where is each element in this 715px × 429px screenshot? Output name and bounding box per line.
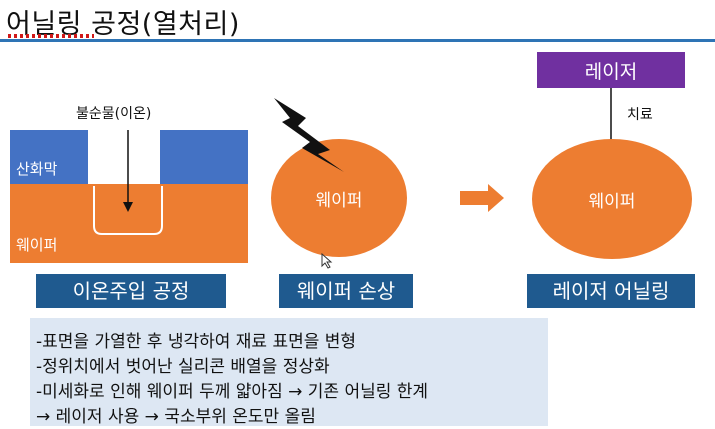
- wafer-label-implant: 웨이퍼: [16, 236, 58, 254]
- oxide-layer-right: [160, 130, 248, 184]
- note-line: -미세화로 인해 웨이퍼 두께 얇아짐 → 기존 어닐링 한계: [36, 382, 429, 402]
- wafer-label-damage: 웨이퍼: [315, 190, 363, 211]
- implant-trench: [93, 186, 163, 235]
- lightning-bolt-icon: [274, 98, 344, 172]
- caption-wafer-damage: 웨이퍼 손상: [279, 274, 413, 308]
- note-line: -표면을 가열한 후 냉각하여 재료 표면을 변형: [36, 332, 357, 352]
- laser-box: 레이저: [537, 52, 685, 88]
- implant-arrow-head: [123, 202, 133, 212]
- impurity-label: 불순물(이온): [76, 106, 152, 122]
- ion-implant-diagram: [10, 130, 248, 263]
- notes-box: [30, 318, 548, 426]
- caption-laser-anneal: 레이저 어닐링: [527, 274, 695, 308]
- spellcheck-underline: [8, 34, 94, 38]
- note-line: -정위치에서 벗어난 실리콘 배열을 정상화: [36, 357, 330, 377]
- annealed-wafer: 웨이퍼: [532, 139, 692, 259]
- wafer-substrate: [10, 184, 248, 263]
- laser-box-label: 레이저: [584, 60, 638, 83]
- note-line: → 레이저 사용 → 국소부위 온도만 올림: [36, 407, 316, 427]
- oxide-layer-left: [10, 130, 88, 184]
- oxide-label: 산화막: [16, 160, 58, 178]
- damaged-wafer: 웨이퍼: [271, 139, 407, 257]
- right-arrow-icon: [460, 184, 504, 212]
- title-divider: [0, 39, 715, 42]
- caption-ion-implant: 이온주입 공정: [36, 274, 226, 308]
- treat-label: 치료: [627, 107, 653, 123]
- cursor-icon: [321, 253, 333, 269]
- wafer-label-anneal: 웨이퍼: [588, 191, 636, 212]
